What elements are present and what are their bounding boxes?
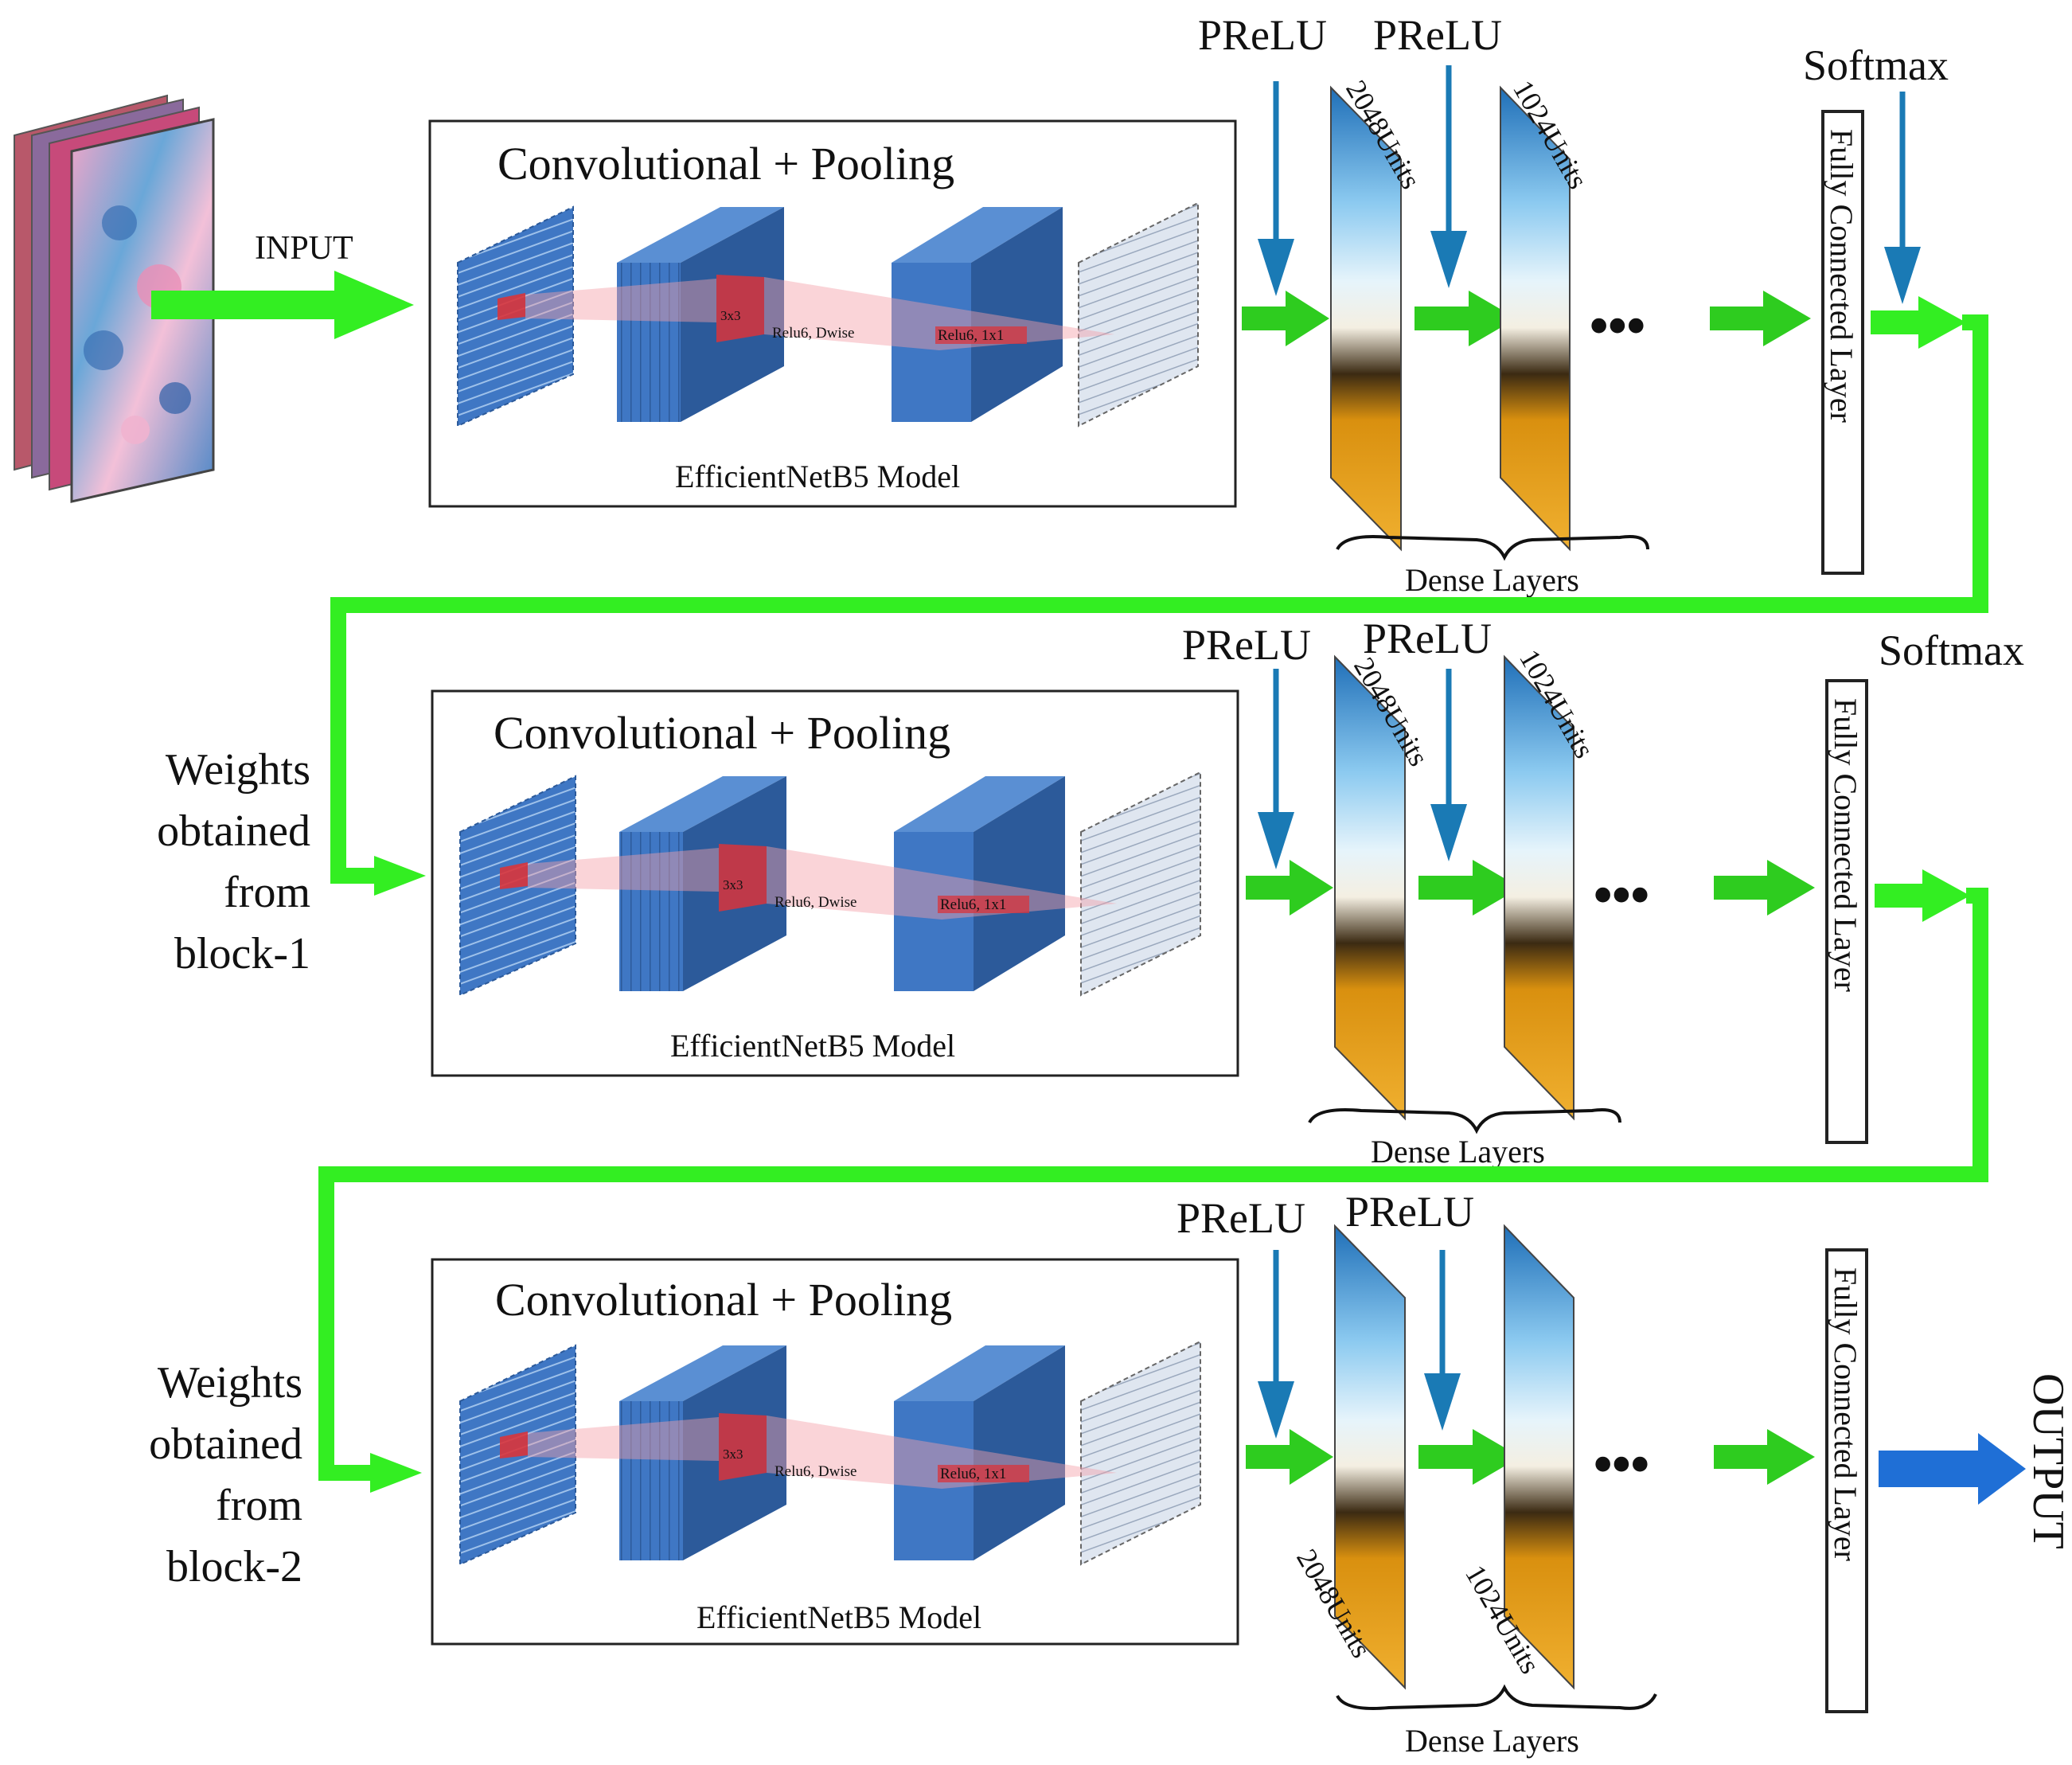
fc-layer-box: [1825, 1248, 1868, 1713]
dense-layer-1024: [1500, 85, 1571, 552]
dense-layer-1024: [1504, 654, 1574, 1121]
connector-1-to-2: [330, 314, 1988, 884]
activation-label-2: PReLU: [1363, 615, 1492, 662]
activation-label-1: PReLU: [1182, 621, 1311, 669]
activation-label-2: PReLU: [1345, 1188, 1474, 1236]
dense-layer-2048: [1330, 85, 1402, 552]
side-label-line-1: Weights: [166, 745, 310, 795]
fc-label: Fully Connected Layer: [1828, 1267, 1863, 1561]
side-label-line-4: block-1: [174, 929, 310, 978]
ellipsis: •••: [1588, 291, 1644, 360]
op-label-1x1: Relu6, 1x1: [940, 1466, 1006, 1482]
ellipsis: •••: [1592, 860, 1648, 929]
dense-caption: Dense Layers: [1371, 1134, 1545, 1170]
activation-label-1: PReLU: [1176, 1194, 1305, 1242]
op-label-3x3: 3x3: [720, 308, 741, 323]
dense-brace: [1336, 535, 1649, 561]
side-label-line-2: obtained: [149, 1419, 302, 1469]
op-label-3x3: 3x3: [723, 877, 743, 892]
ellipsis: •••: [1592, 1429, 1648, 1498]
side-label-line-3: from: [216, 1481, 302, 1530]
side-label-line-2: obtained: [157, 806, 310, 856]
op-label-3x3: 3x3: [723, 1447, 743, 1462]
dense-brace: [1336, 1684, 1657, 1710]
block-2: Weights obtained from block-1 Convolutio…: [157, 615, 2024, 1170]
op-label-dwise: Relu6, Dwise: [772, 325, 854, 342]
model-caption: EfficientNetB5 Model: [670, 1028, 955, 1064]
model-caption: EfficientNetB5 Model: [675, 459, 960, 494]
dense-layer-2048: [1334, 654, 1406, 1121]
input-label: INPUT: [255, 230, 353, 267]
dense-layer-2048: [1334, 1224, 1406, 1690]
fc-layer-box: [1825, 679, 1868, 1144]
input-image-stack: [14, 94, 215, 503]
block-3: Weights obtained from block-2 Convolutio…: [149, 1188, 2072, 1759]
fc-label: Fully Connected Layer: [1824, 129, 1859, 423]
fc-label: Fully Connected Layer: [1828, 698, 1863, 992]
model-title: Convolutional + Pooling: [494, 707, 950, 759]
connector-2-to-3: [318, 888, 1988, 1481]
op-label-dwise: Relu6, Dwise: [775, 1463, 857, 1480]
side-label-line-3: from: [224, 868, 310, 917]
input-arrow: [151, 271, 414, 339]
output-arrow: [1879, 1433, 2026, 1505]
side-label-line-4: block-2: [166, 1542, 302, 1591]
activation-label-2: PReLU: [1373, 11, 1502, 59]
model-title: Convolutional + Pooling: [498, 138, 954, 189]
dense-caption: Dense Layers: [1405, 562, 1579, 598]
block-1: Convolutional + Pooling 3x3 Relu6, Dwise…: [428, 11, 1966, 598]
output-label: OUTPUT: [2023, 1373, 2072, 1549]
dense-brace: [1308, 1108, 1621, 1134]
op-label-dwise: Relu6, Dwise: [775, 894, 857, 911]
op-label-1x1: Relu6, 1x1: [938, 327, 1004, 344]
activation-label-1: PReLU: [1198, 11, 1327, 59]
dense-caption: Dense Layers: [1405, 1723, 1579, 1759]
fc-layer-box: [1821, 110, 1864, 575]
dense-layer-1024: [1504, 1224, 1574, 1690]
model-caption: EfficientNetB5 Model: [697, 1599, 981, 1635]
softmax-label: Softmax: [1803, 41, 1949, 89]
side-label-line-1: Weights: [158, 1358, 302, 1408]
model-title: Convolutional + Pooling: [495, 1274, 952, 1326]
op-label-1x1: Relu6, 1x1: [940, 896, 1006, 913]
softmax-label: Softmax: [1879, 627, 2024, 674]
